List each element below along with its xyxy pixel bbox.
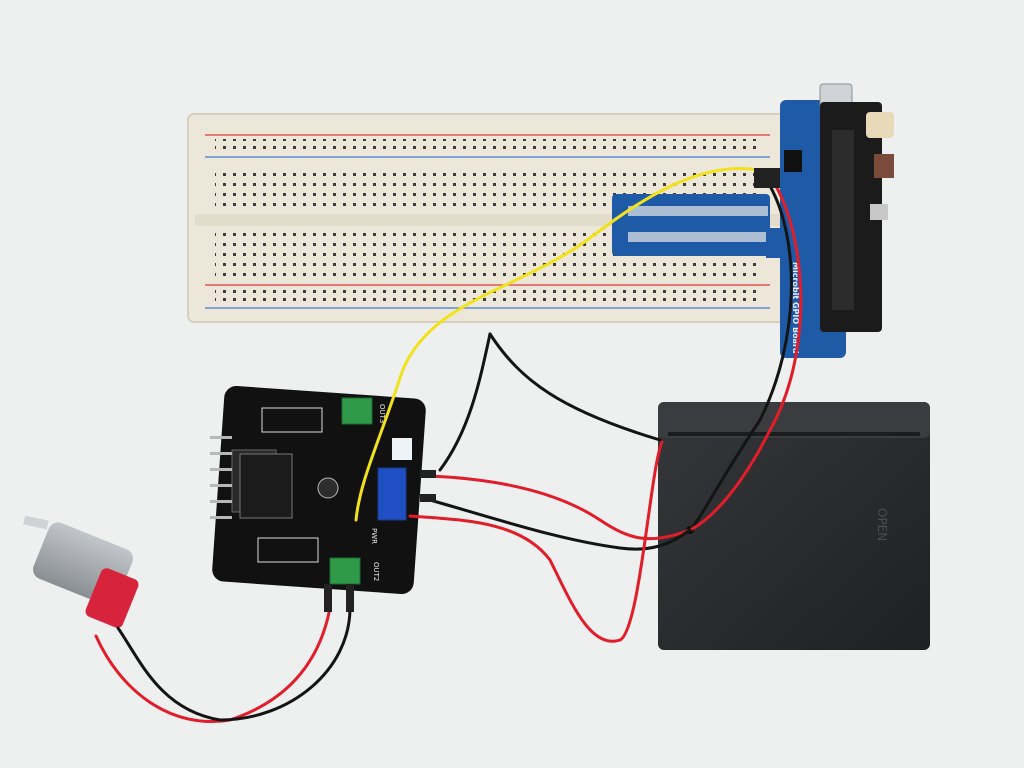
wires — [94, 167, 803, 723]
gpio-board-label: Microbit GPIO Board — [791, 262, 800, 354]
driver-out2-label: OUT2 — [372, 562, 380, 581]
battery-open-label: OPEN — [875, 508, 889, 541]
gpio-board: Microbit GPIO Board — [612, 83, 894, 358]
driver-pwr-label: PWR — [370, 528, 378, 544]
dc-motor — [23, 515, 139, 628]
driver-out3-label: OUT3 — [378, 404, 386, 423]
battery-box: OPEN — [658, 402, 930, 650]
motor-driver-board: OUT3 OUT2 PWR — [210, 386, 426, 594]
